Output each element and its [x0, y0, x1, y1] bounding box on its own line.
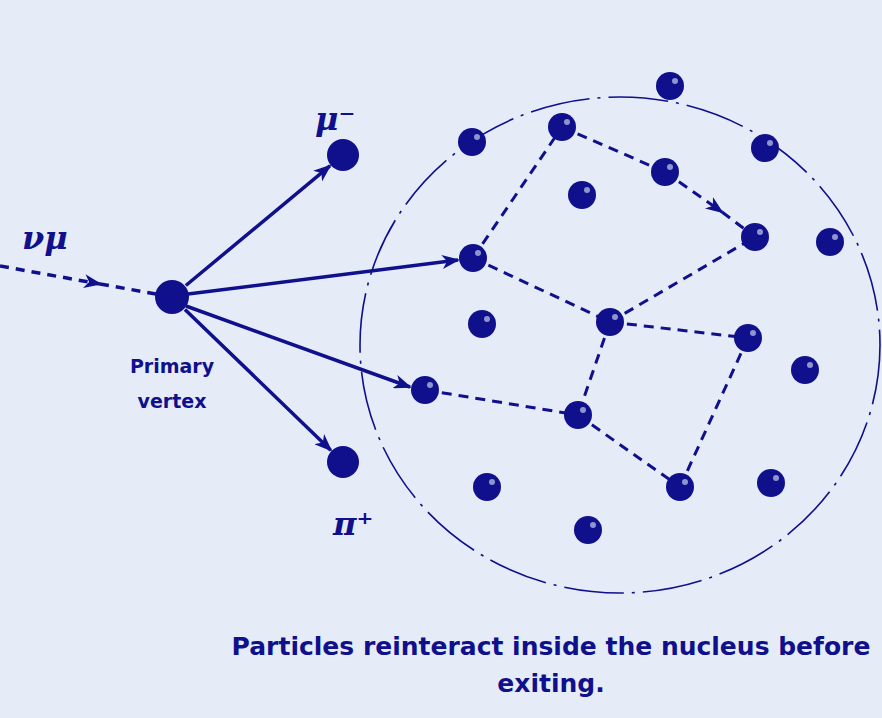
pion-dot: π⁺ [327, 446, 359, 478]
nucleon-highlight [750, 330, 756, 336]
hadron-track [188, 260, 458, 294]
cascade-line [425, 390, 578, 415]
nucleon-dot [458, 128, 486, 156]
nucleon-highlight [612, 314, 618, 320]
nucleon-dot [751, 134, 779, 162]
nucleon-dot [791, 356, 819, 384]
nucleon-highlight [475, 250, 481, 256]
nucleon-highlight [584, 187, 590, 193]
nucleon-highlight [807, 362, 813, 368]
nucleon-dot [757, 469, 785, 497]
nucleon-dot [816, 228, 844, 256]
nucleon-highlight [682, 479, 688, 485]
nucleon-highlight [672, 78, 678, 84]
nucleon-dot [564, 401, 592, 429]
vertex-label: Primary vertex [117, 349, 227, 419]
neutrino-line [100, 284, 156, 294]
cascade-line [578, 415, 680, 487]
cascade-line [610, 322, 748, 338]
nucleus-outline [360, 97, 880, 593]
nucleon-dot [741, 223, 769, 251]
cascade-line [680, 338, 748, 487]
nucleon-dot [459, 244, 487, 272]
nucleon-highlight [427, 382, 433, 388]
nucleon-highlight [832, 234, 838, 240]
nucleon-highlight [580, 407, 586, 413]
nucleon-dot [666, 473, 694, 501]
particle-label: π⁺ [333, 508, 373, 540]
particle-track [186, 166, 330, 286]
hadron-track [186, 306, 410, 387]
nucleon-highlight [667, 164, 673, 170]
nucleon-dot [473, 473, 501, 501]
particle-label: μ⁻ [315, 103, 355, 135]
nucleon-dot [651, 158, 679, 186]
nucleon-highlight [773, 475, 779, 481]
cascade-line [473, 258, 610, 322]
cascade-line [562, 127, 665, 172]
nucleon-dot [548, 113, 576, 141]
cascade-lines [425, 127, 755, 487]
nucleon-highlight [590, 522, 596, 528]
nucleons [411, 72, 844, 544]
nucleon-highlight [474, 134, 480, 140]
nucleon-dot [574, 516, 602, 544]
cascade-line [473, 127, 562, 258]
nucleon-dot [468, 310, 496, 338]
nucleon-highlight [767, 140, 773, 146]
nucleon-highlight [564, 119, 570, 125]
nucleon-dot [411, 376, 439, 404]
particle-label: νμ [22, 222, 68, 254]
neutrino-line [0, 266, 100, 284]
cascade-line [610, 237, 755, 322]
caption: Particles reinteract inside the nucleus … [226, 628, 876, 702]
muon-dot: μ⁻ [327, 139, 359, 171]
nucleon-highlight [757, 229, 763, 235]
nucleon-highlight [489, 479, 495, 485]
nucleon-dot [596, 308, 624, 336]
nucleon-dot [734, 324, 762, 352]
vertex-dot: Primary vertex [155, 280, 189, 314]
nucleon-highlight [484, 316, 490, 322]
cascade-line [578, 322, 610, 415]
particle-track [185, 309, 331, 450]
nucleon-dot [568, 181, 596, 209]
nucleon-dot [656, 72, 684, 100]
